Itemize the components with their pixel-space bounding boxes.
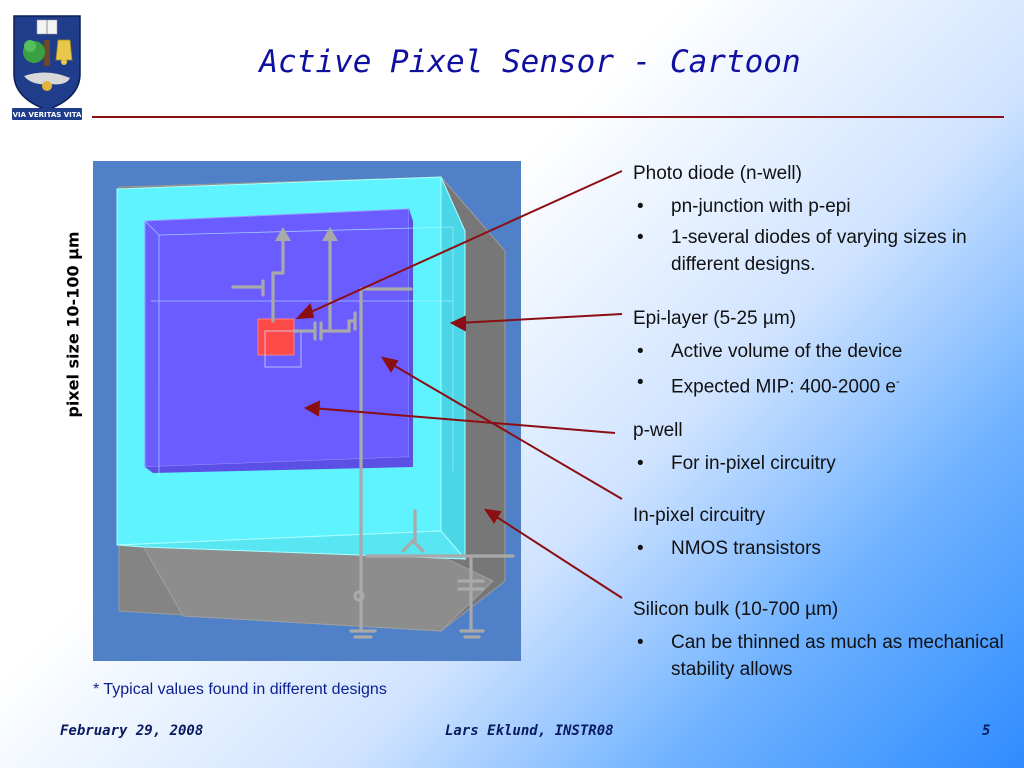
photodiode (257, 318, 302, 368)
active-pixel-sensor-diagram (93, 161, 521, 661)
output-arrow-1 (275, 227, 291, 241)
callout-heading: Epi-layer (5-25 µm) (633, 308, 796, 329)
footer-author: Lars Eklund, INSTR08 (445, 723, 614, 739)
pixel-size-label: pixel size 10-100 µm (63, 231, 83, 418)
callout-bullet: For in-pixel circuitry (633, 450, 1024, 477)
callout-photodiode: Photo diode (n-well) pn-junction with p-… (633, 160, 1024, 275)
logo-motto: VIA VERITAS VITA (13, 111, 82, 119)
callout-bullet: 1-several diodes of varying sizes in dif… (633, 224, 1001, 278)
callout-heading: Silicon bulk (10-700 µm) (633, 599, 839, 620)
title-divider (92, 116, 1004, 118)
callout-epi-layer: Epi-layer (5-25 µm) Active volume of the… (633, 305, 1024, 397)
callout-bullet: pn-junction with p-epi (633, 193, 1024, 220)
university-crest-logo: VIA VERITAS VITA (12, 15, 82, 120)
callout-heading: In-pixel circuitry (633, 505, 765, 526)
electron-superscript: - (895, 376, 900, 388)
callout-p-well: p-well For in-pixel circuitry (633, 417, 1024, 477)
callout-bullet-text: Expected MIP: 400-2000 e (671, 376, 896, 398)
callout-bullet: Can be thinned as much as mechanical sta… (633, 629, 1011, 683)
callout-in-pixel-circuitry: In-pixel circuitry NMOS transistors (633, 502, 1024, 562)
footer-page-number: 5 (982, 723, 991, 739)
callout-bullet: NMOS transistors (633, 535, 1024, 562)
callout-bullet: Active volume of the device (633, 338, 1024, 365)
callout-heading: Photo diode (n-well) (633, 163, 802, 184)
slide-title: Active Pixel Sensor - Cartoon (259, 44, 801, 80)
footnote: * Typical values found in different desi… (93, 681, 387, 698)
footer-date: February 29, 2008 (60, 723, 204, 739)
callout-heading: p-well (633, 420, 683, 441)
callout-silicon-bulk: Silicon bulk (10-700 µm) Can be thinned … (633, 596, 1011, 680)
callout-bullet: Expected MIP: 400-2000 e- (633, 369, 1024, 400)
